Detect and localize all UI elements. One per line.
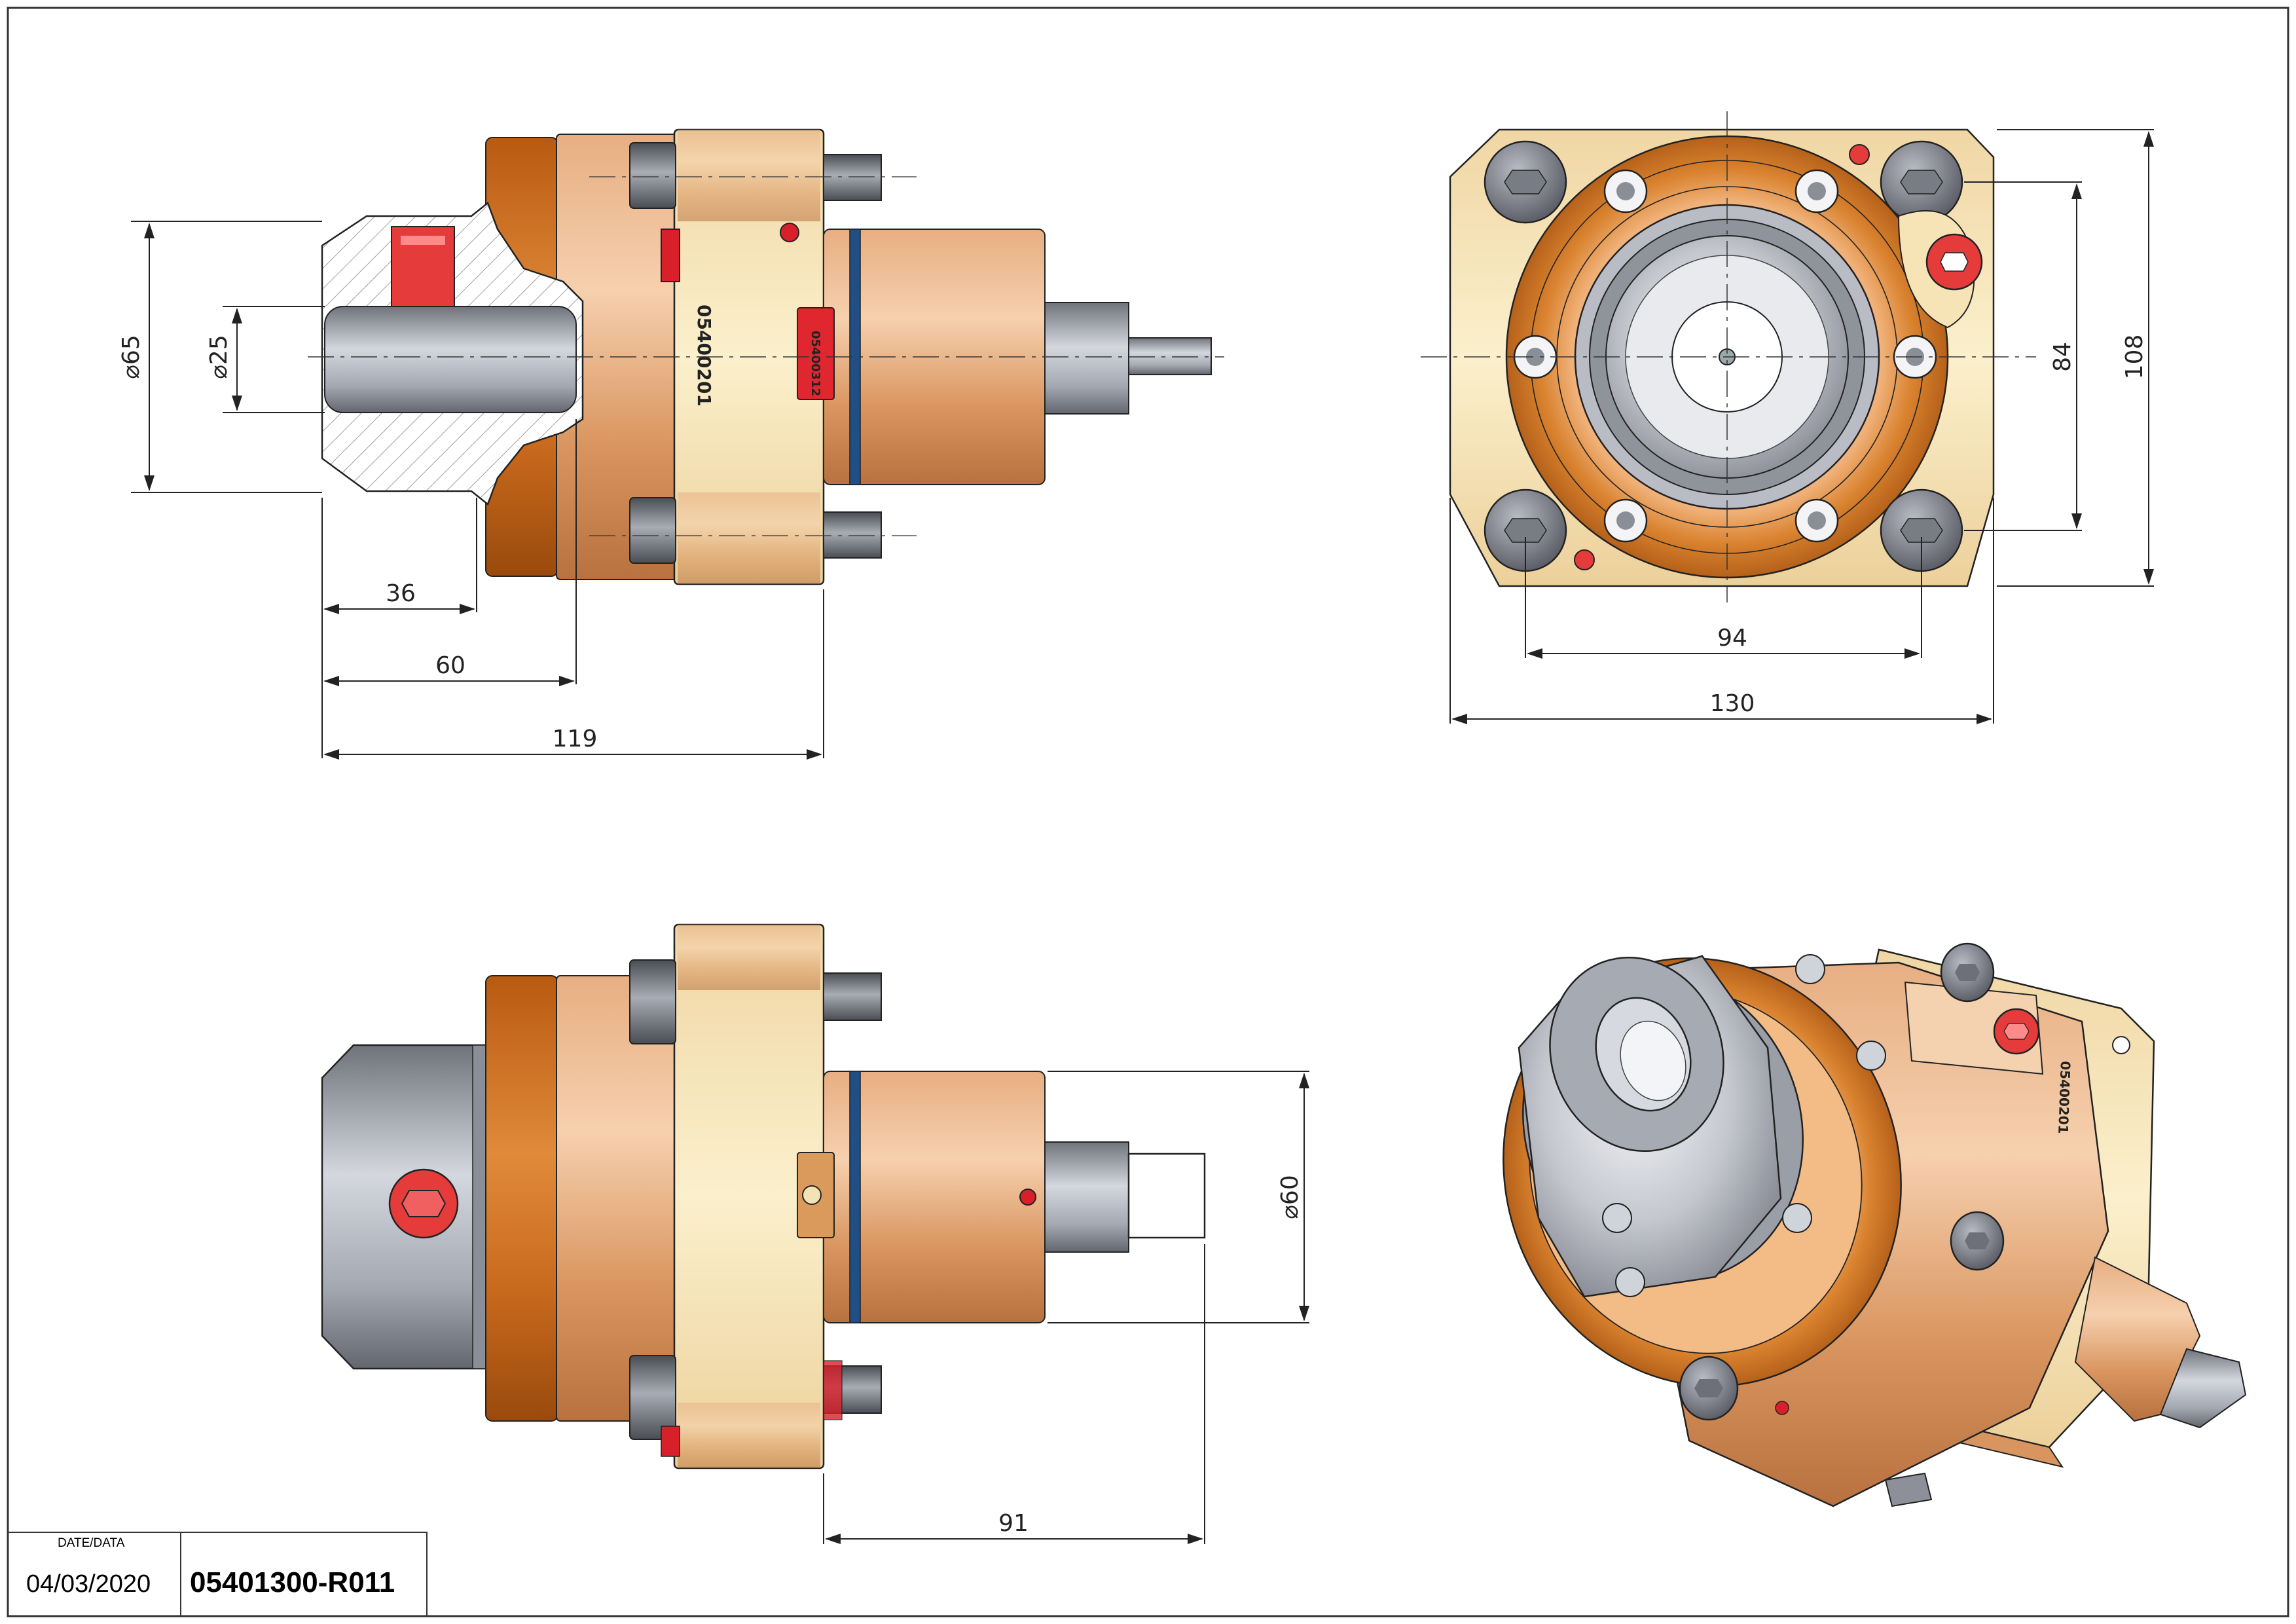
side-view-dimensions <box>131 221 824 760</box>
drive-square <box>1127 1153 1206 1239</box>
shank-bore <box>324 306 577 413</box>
corner-bolt-top-left <box>1484 140 1567 224</box>
dim-width-130: 130 <box>1710 690 1755 717</box>
dim-length-60: 60 <box>435 652 465 679</box>
side-exterior-dimensions <box>823 1071 1309 1544</box>
iso-marking-text: 05400201 <box>2055 1061 2073 1134</box>
date-label: DATE/DATA <box>58 1536 125 1550</box>
iso-cap-bolt <box>1950 1211 2005 1271</box>
iso-drive-tang <box>2159 1348 2247 1429</box>
bolt-head-top-left <box>629 142 676 209</box>
corner-bolt-top-right <box>1880 140 1963 224</box>
drive-tang <box>1128 337 1212 375</box>
iso-cap-bolt <box>1679 1356 1739 1421</box>
output-shaft-side <box>1044 1141 1129 1253</box>
front-view <box>1421 111 2036 602</box>
iso-cap-bolt <box>1940 942 1995 1003</box>
flange-screw <box>1795 169 1839 213</box>
dim-height-108: 108 <box>2121 335 2148 380</box>
stud-top-right <box>823 154 882 201</box>
flange-screw <box>1603 169 1648 213</box>
corner-bolt-bottom-left <box>1484 489 1567 572</box>
corner-bolt-bottom-right <box>1880 489 1963 572</box>
copper-flange-side <box>485 975 558 1422</box>
iso-red-plug-icon <box>1993 1008 2040 1055</box>
isometric-view: 05400201 <box>1503 942 2247 1507</box>
side-section-view: 05400201 05400312 <box>308 128 1224 585</box>
sheet-border <box>7 7 2289 1617</box>
dim-length-36: 36 <box>386 580 416 607</box>
bolt-head-bottom-left <box>629 497 676 564</box>
date-value: 04/03/2020 <box>26 1570 151 1598</box>
title-block <box>7 1532 428 1617</box>
flange-screw <box>1603 498 1648 543</box>
dim-length-91: 91 <box>998 1510 1029 1537</box>
red-tag <box>797 307 835 400</box>
dim-diameter-60: ⌀60 <box>1277 1175 1303 1219</box>
tag-number-text: 05400312 <box>809 331 822 396</box>
drawing-number: 05401300-R011 <box>190 1566 395 1598</box>
dim-width-94: 94 <box>1717 625 1747 652</box>
dim-diameter-25: ⌀25 <box>206 335 232 379</box>
dim-diameter-65: ⌀65 <box>118 335 145 379</box>
front-view-dimensions <box>1449 129 2154 724</box>
stud-bottom-right <box>823 511 882 559</box>
dim-length-119: 119 <box>553 726 598 752</box>
body-number-text: 05400201 <box>693 304 715 407</box>
flange-screw <box>1795 498 1839 543</box>
dim-height-84: 84 <box>2049 342 2076 372</box>
side-exterior-view <box>321 923 1206 1469</box>
output-shaft <box>1044 302 1129 415</box>
